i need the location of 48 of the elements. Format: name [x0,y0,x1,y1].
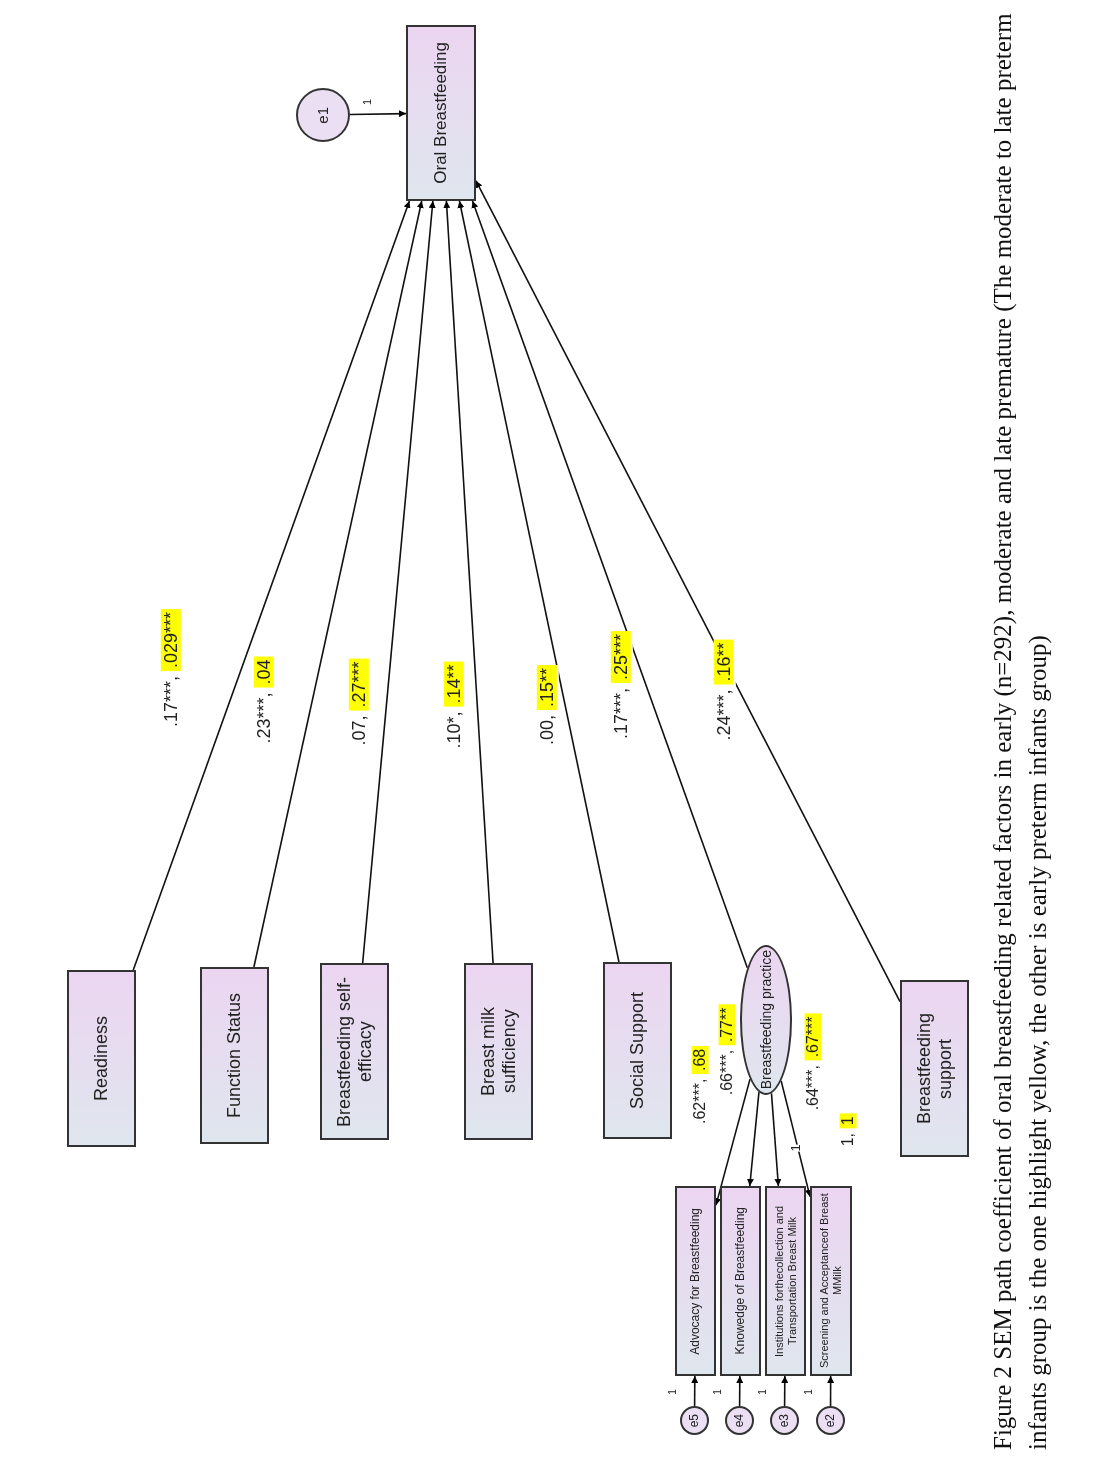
variable-box: Screening and Acceptanceof Breast MMilk [810,1186,852,1376]
variable-box: Breastfeeding self-efficacy [320,963,389,1140]
path-coefficient: .10*, .14** [444,661,466,749]
figure-caption: Figure 2 SEM path coefficient of oral breastfeeding related factors in early (n=292), moderate and late premature (The moderate to late preterm infants group is the one highlight yellow, the other is early preterm infants group) [988,12,1052,1450]
path-coefficient: 1, 1 [838,1113,858,1147]
variable-box: Breast milk sufficiency [464,963,533,1140]
path-arrow [770,1092,782,1187]
path-coefficient: 1 [803,1389,815,1395]
path-coefficient: 1 [757,1389,769,1395]
path-coefficient: .24***, .16** [714,639,736,741]
path-arrow [132,200,411,971]
error-circle: e2 [816,1406,845,1435]
variable-box: Knowedge of Breastfeeding [720,1186,761,1376]
path-coefficient: .64***, .67*** [803,1013,823,1111]
variable-box: Social Support [603,962,672,1139]
path-coefficient: 1 [712,1389,724,1395]
path-arrow [253,200,424,968]
path-arrow [780,1080,812,1198]
error-circle: e3 [770,1406,799,1435]
path-arrow [736,1375,744,1407]
path-arrow [781,1375,789,1407]
path-arrow [471,200,749,969]
path-arrow [443,200,494,964]
latent-ellipse: Breastfeeding practice [740,945,792,1095]
error-circle: e4 [725,1406,754,1435]
path-arrow [827,1375,835,1407]
path-arrow [457,200,620,963]
path-coefficient: .66***, .77** [717,1004,737,1096]
path-arrow [475,179,901,1003]
variable-box: Readiness [67,970,136,1147]
path-coefficient: .17***, .029*** [161,608,183,728]
path-coefficient: .07, .27*** [349,658,371,746]
path-coefficient: 1 [667,1389,679,1395]
path-arrow [691,1375,699,1407]
path-coefficient: .23***, .04 [254,656,276,744]
path-coefficient: .62***, .68 [690,1045,710,1125]
error-circle: e1 [296,88,350,142]
variable-box: Advocacy for Breastfeeding [675,1186,716,1376]
path-arrow [349,110,407,118]
variable-box: Oral Breastfeeding [406,25,476,201]
path-coefficient: .17***, .25*** [611,630,633,740]
variable-box: Institutions forthecollection and Transportation Breast Milk [765,1186,806,1376]
path-coefficient: .00, .15** [537,664,559,746]
variable-box: Function Status [200,967,269,1144]
variable-box: Breastfeeding support [900,980,969,1157]
path-arrow [361,200,436,964]
path-arrow [747,1091,760,1187]
error-circle: e5 [680,1406,709,1435]
